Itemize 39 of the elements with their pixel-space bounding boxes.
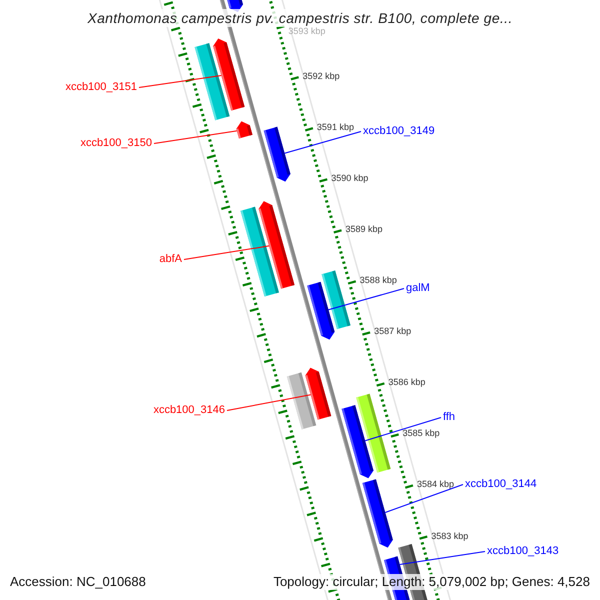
scale-label: 3587 kbp (374, 326, 412, 338)
gene-name: ffh (443, 411, 456, 424)
leader-line (364, 417, 442, 442)
leader-line (154, 130, 238, 144)
gene-name: abfA (159, 253, 182, 266)
gene-name: xccb100_3150 (80, 137, 152, 150)
gene-feature-block (213, 38, 245, 111)
gene-name: galM (406, 282, 430, 295)
leader-line (384, 484, 464, 513)
scale-label: 3590 kbp (331, 173, 368, 184)
gene-name: xccb100_3143 (487, 545, 559, 558)
leader-line (184, 245, 270, 260)
scale-label: 3593 kbp (288, 26, 326, 38)
scale-label: 3592 kbp (302, 71, 340, 82)
leader-line (328, 288, 404, 310)
gene-feature-block (362, 479, 393, 548)
leader-line (226, 394, 312, 411)
gene-name: xccb100_3149 (363, 125, 435, 138)
accession-text: Accession: NC_010688 (9, 574, 147, 590)
gene-feature-block (236, 121, 252, 139)
genome-stats-text: Topology: circular; Length: 5,079,002 bp; Genes: 4,528 (271, 574, 592, 590)
gene-name: xccb100_3144 (465, 478, 537, 491)
gene-feature-block (264, 126, 290, 182)
scale-label: 3585 kbp (402, 428, 440, 440)
gene-feature-block (305, 368, 332, 420)
gene-feature-block (307, 282, 335, 340)
gene-feature-block (258, 201, 295, 289)
scale-label: 3589 kbp (346, 224, 383, 236)
scale-label: 3586 kbp (388, 377, 426, 388)
scale-label: 3591 kbp (316, 122, 354, 134)
scale-label: 3588 kbp (360, 275, 397, 286)
gene-name: xccb100_3151 (65, 81, 137, 94)
scale-label: 3584 kbp (416, 479, 454, 490)
leader-line (284, 131, 362, 154)
scale-label: 3583 kbp (431, 530, 468, 542)
gene-name: xccb100_3146 (153, 404, 225, 417)
leader-line (399, 551, 486, 565)
gene-feature-block (342, 405, 374, 478)
leader-line (138, 74, 222, 88)
